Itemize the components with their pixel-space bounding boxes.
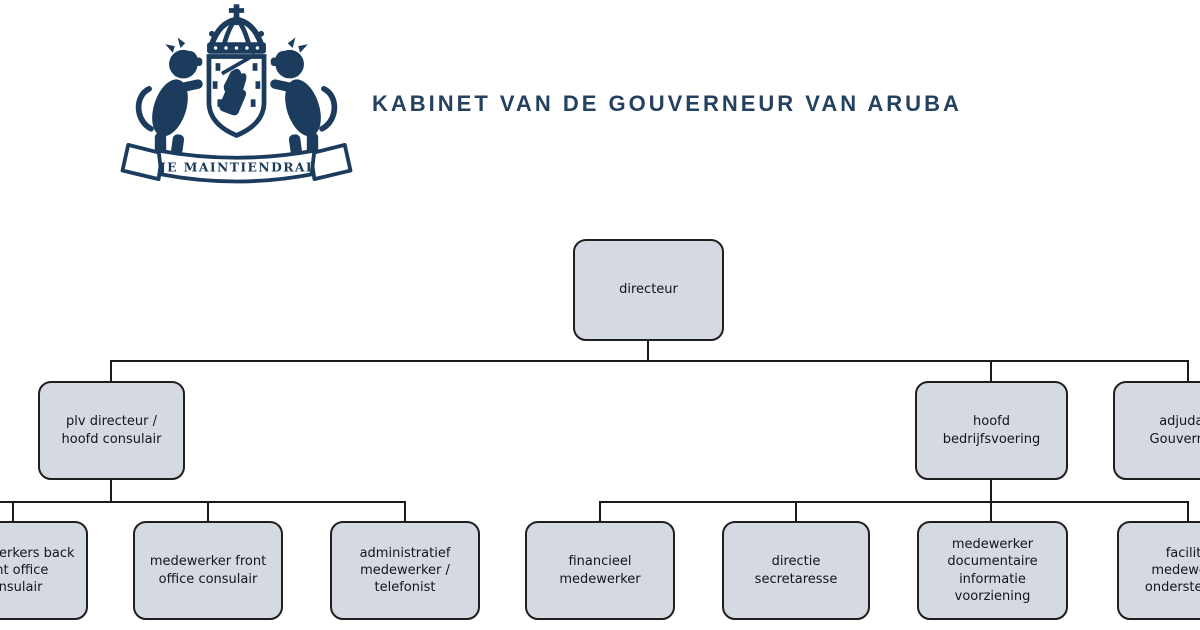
connector-bedrijfsvoering-rail: [599, 501, 1189, 503]
org-node-medewerker-front-office: medewerker front office consulair: [133, 521, 283, 620]
org-node-label: hoofd bedrijfsvoering: [942, 414, 1041, 447]
connector-drop-facilitair: [1187, 503, 1189, 521]
org-node-label: financieel medewerker: [559, 554, 641, 587]
page-title: KABINET VAN DE GOUVERNEUR VAN ARUBA: [372, 91, 962, 116]
org-node-label: administratief medewerker / telefonist: [359, 545, 451, 596]
connector-level1-rail: [110, 360, 1189, 362]
org-node-plv-directeur: plv directeur / hoofd consulair: [38, 381, 185, 480]
connector-drop-front-office: [207, 503, 209, 521]
connector-consulair-rail: [0, 501, 406, 503]
connector-drop-financieel: [599, 503, 601, 521]
org-node-label: directeur: [619, 282, 678, 298]
org-node-label: facilitair medewerker ondersteuning: [1144, 545, 1200, 596]
connector-drop-plv-directeur: [110, 362, 112, 381]
org-node-label: adjudant Gouverneur: [1149, 414, 1200, 447]
org-node-financieel-medewerker: financieel medewerker: [525, 521, 675, 620]
motto-text: JE MAINTIENDRAI: [159, 160, 313, 175]
connector-drop-hoofd-bedrijfsvoering: [990, 362, 992, 381]
org-node-medewerkers-back-front-office: medewerkers back front office consulair: [0, 521, 88, 620]
connector-drop-administratief: [404, 503, 406, 521]
org-node-facilitair-medewerker: facilitair medewerker ondersteuning: [1117, 521, 1200, 620]
connector-drop-div: [990, 503, 992, 521]
org-node-directeur: directeur: [573, 239, 724, 341]
lion-supporter-icon: [135, 37, 203, 156]
connector-directeur-stem: [647, 340, 649, 362]
org-node-medewerker-div: medewerker documentaire informatie voorz…: [917, 521, 1068, 620]
coat-of-arms-graphic: JE MAINTIENDRAI: [120, 4, 353, 184]
connector-drop-adjudant: [1187, 362, 1189, 381]
org-node-directie-secretaresse: directie secretaresse: [722, 521, 870, 620]
connector-plv-stem: [110, 479, 112, 503]
org-node-administratief-medewerker: administratief medewerker / telefonist: [330, 521, 480, 620]
org-node-label: medewerker front office consulair: [149, 554, 267, 587]
org-node-label: medewerker documentaire informatie voorz…: [947, 537, 1038, 604]
connector-bedrijfsvoering-stem: [990, 479, 992, 503]
org-node-hoofd-bedrijfsvoering: hoofd bedrijfsvoering: [915, 381, 1068, 480]
org-node-label: directie secretaresse: [754, 554, 838, 587]
org-node-adjudant-gouverneur: adjudant Gouverneur: [1113, 381, 1200, 480]
org-node-label: medewerkers back front office consulair: [0, 545, 75, 596]
org-node-label: plv directeur / hoofd consulair: [61, 414, 162, 447]
connector-drop-secretaresse: [795, 503, 797, 521]
connector-drop-back-office: [12, 503, 14, 521]
dutch-royal-coat-of-arms-icon: JE MAINTIENDRAI: [120, 4, 353, 184]
motto-ribbon: JE MAINTIENDRAI: [120, 142, 353, 184]
